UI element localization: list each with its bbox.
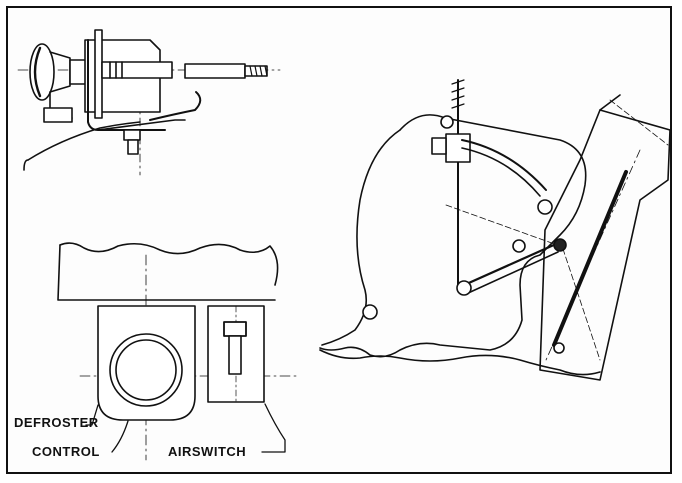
dash-panel bbox=[57, 242, 301, 461]
control-label: CONTROL bbox=[32, 444, 100, 459]
linkage-assembly bbox=[319, 79, 671, 381]
airswitch-label: AIRSWITCH bbox=[168, 444, 247, 459]
defroster-label: DEFROSTER bbox=[14, 415, 99, 430]
knob-cable-assembly bbox=[17, 29, 281, 176]
